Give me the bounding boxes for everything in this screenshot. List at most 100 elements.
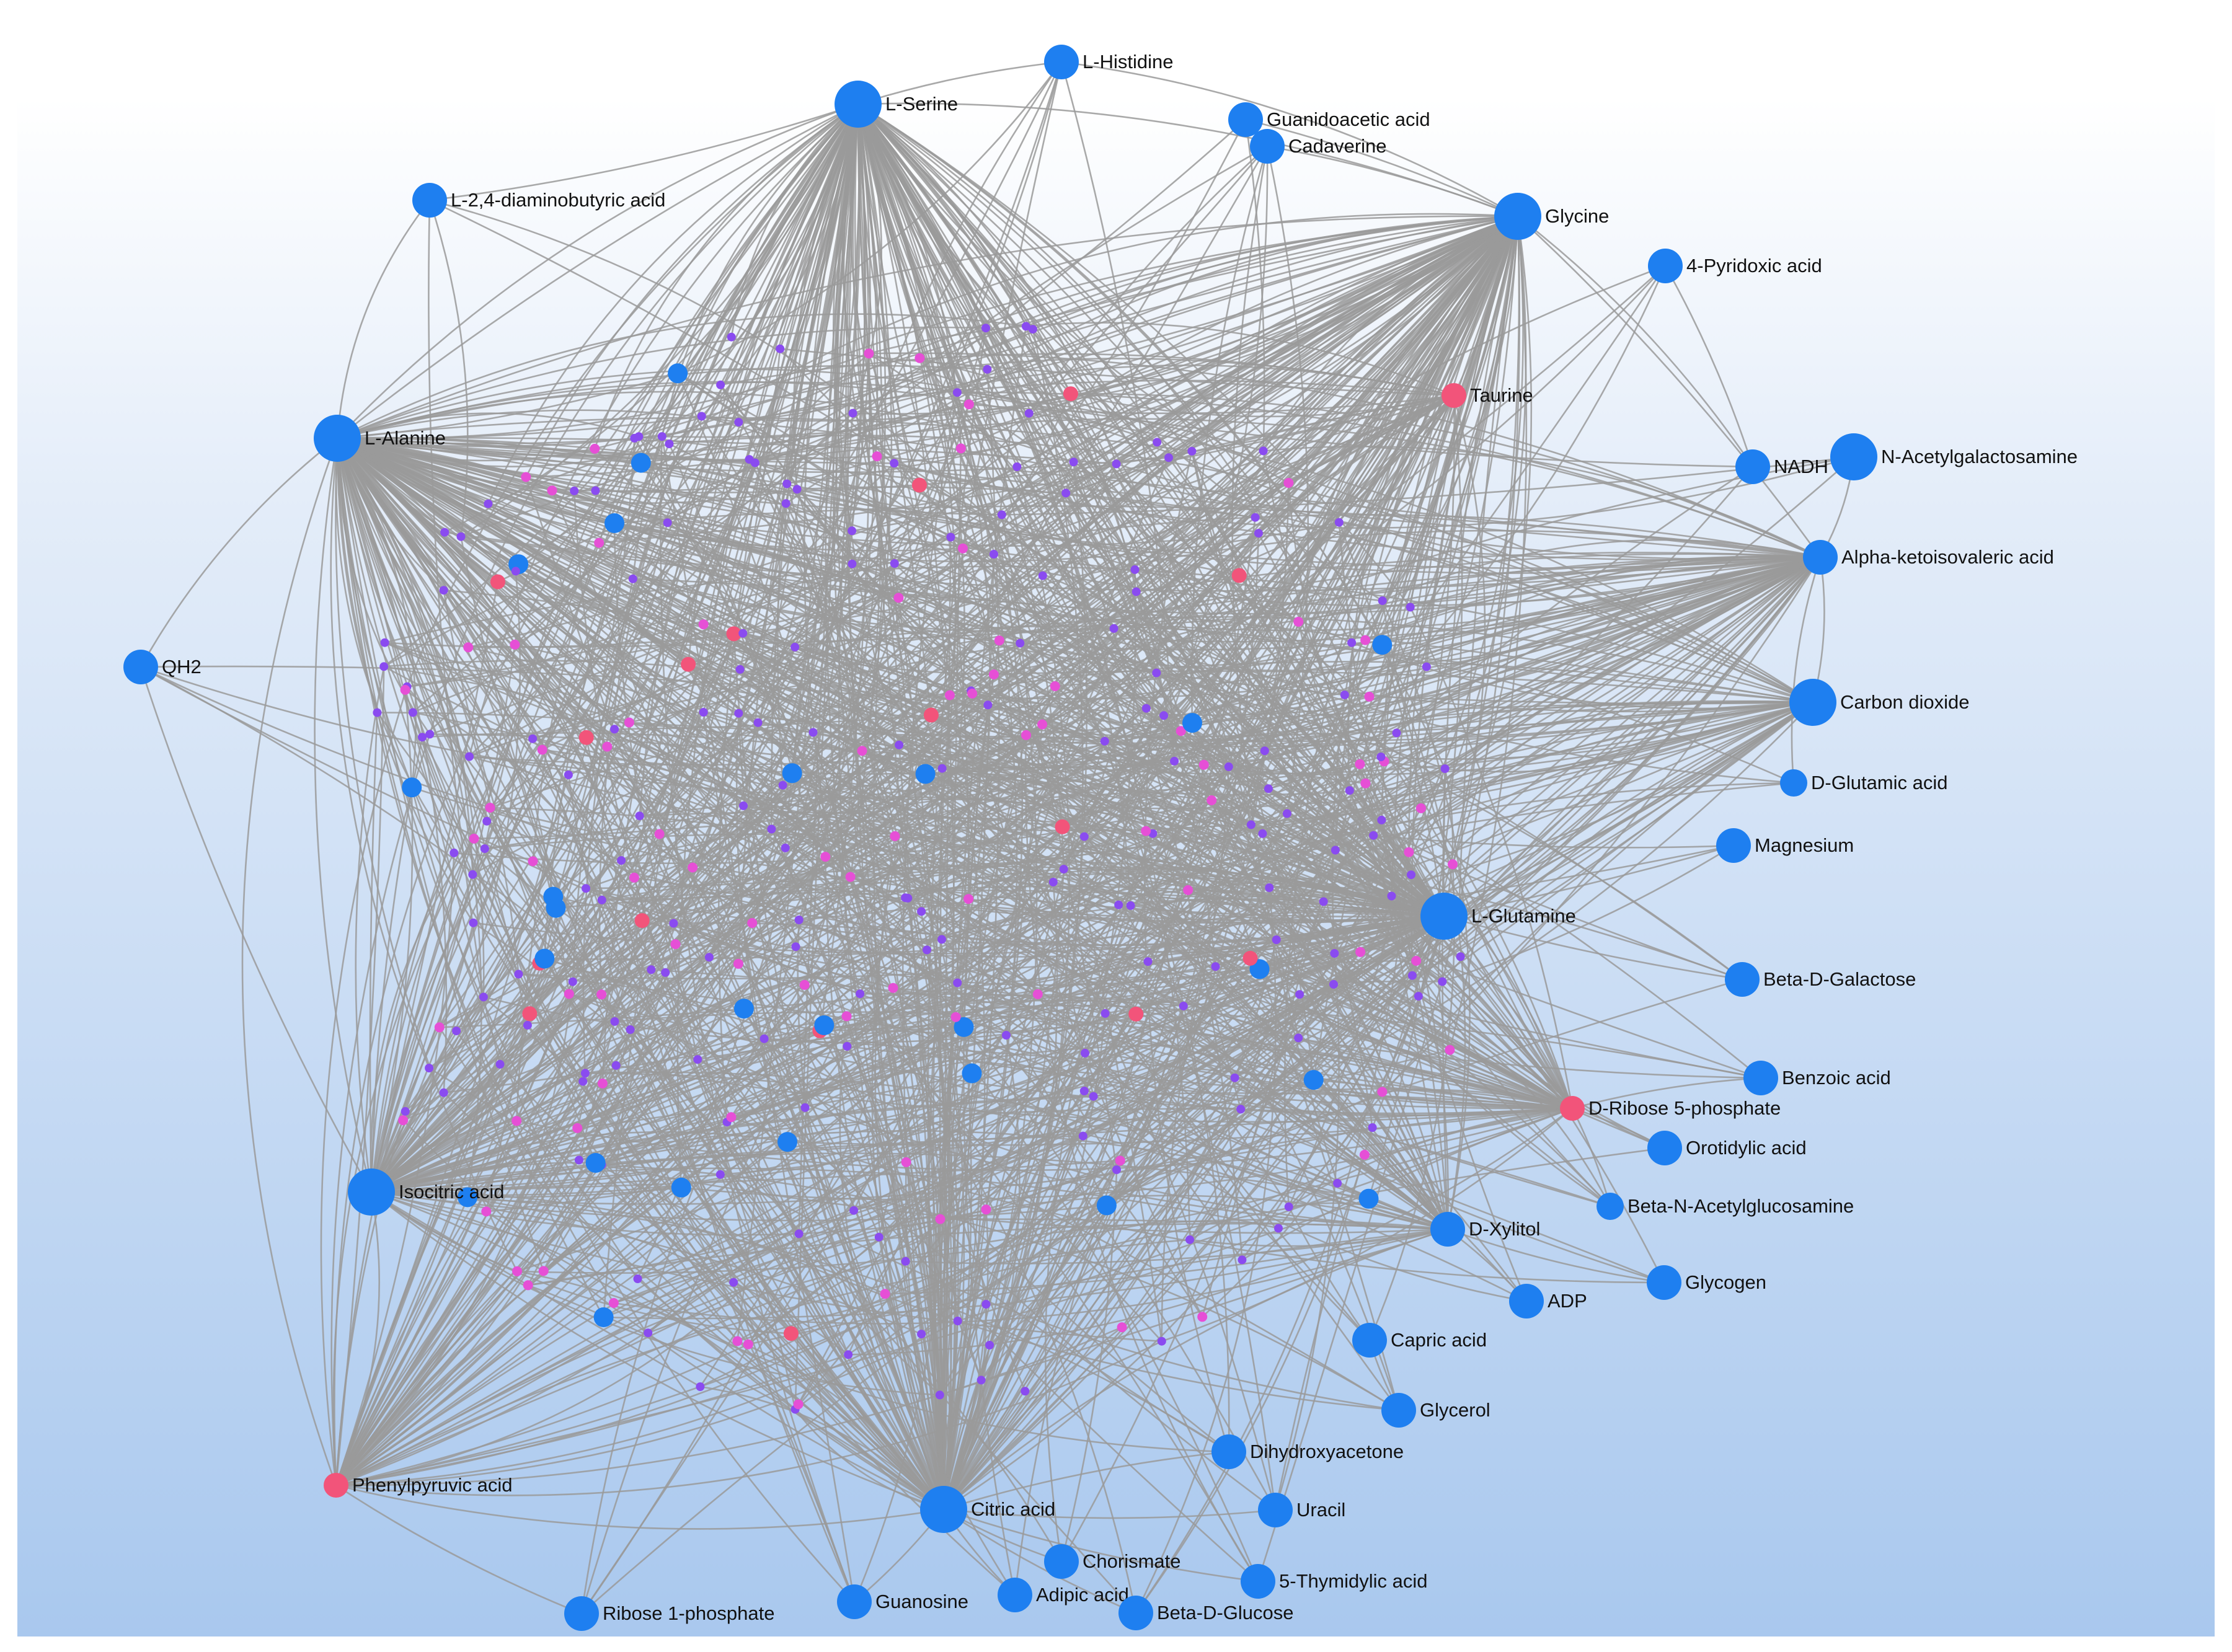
unlabeled-node[interactable] (578, 730, 594, 745)
unlabeled-node[interactable] (735, 665, 745, 674)
node-chorismate[interactable]: Chorismate (1044, 1544, 1181, 1579)
unlabeled-node[interactable] (1347, 638, 1357, 647)
unlabeled-node[interactable] (1109, 624, 1118, 633)
unlabeled-node[interactable] (1115, 1155, 1125, 1166)
node-pyridoxic[interactable]: 4-Pyridoxic acid (1648, 249, 1822, 283)
node-nadh[interactable]: NADH (1735, 449, 1828, 484)
unlabeled-node[interactable] (734, 418, 743, 427)
unlabeled-node[interactable] (950, 1012, 961, 1022)
node-dglutamic[interactable]: D-Glutamic acid (1780, 769, 1948, 797)
unlabeled-node[interactable] (564, 771, 573, 779)
unlabeled-node[interactable] (654, 829, 665, 839)
unlabeled-node[interactable] (528, 734, 538, 743)
unlabeled-node[interactable] (602, 741, 613, 752)
node-ribose5p[interactable]: D-Ribose 5-phosphate (1560, 1096, 1781, 1121)
unlabeled-node[interactable] (564, 989, 574, 999)
unlabeled-node[interactable] (893, 593, 904, 603)
unlabeled-node[interactable] (440, 528, 450, 537)
unlabeled-node[interactable] (1251, 513, 1260, 522)
unlabeled-node[interactable] (915, 764, 936, 784)
unlabeled-node[interactable] (808, 728, 818, 737)
unlabeled-node[interactable] (425, 1064, 434, 1072)
unlabeled-node[interactable] (546, 898, 566, 918)
unlabeled-node[interactable] (1055, 819, 1070, 834)
unlabeled-node[interactable] (1032, 989, 1043, 999)
node-circle[interactable] (314, 415, 361, 462)
unlabeled-node[interactable] (923, 945, 931, 955)
unlabeled-node[interactable] (537, 744, 547, 755)
unlabeled-node[interactable] (495, 1059, 505, 1069)
node-circle[interactable] (1420, 893, 1468, 940)
unlabeled-node[interactable] (626, 1025, 635, 1034)
unlabeled-node[interactable] (1112, 1165, 1121, 1174)
unlabeled-node[interactable] (570, 486, 579, 495)
unlabeled-node[interactable] (670, 939, 681, 950)
unlabeled-node[interactable] (704, 953, 714, 962)
unlabeled-node[interactable] (1329, 979, 1338, 989)
unlabeled-node[interactable] (715, 1170, 725, 1179)
node-histidine[interactable]: L-Histidine (1044, 45, 1173, 79)
unlabeled-node[interactable] (1081, 1048, 1089, 1058)
unlabeled-node[interactable] (848, 526, 857, 536)
unlabeled-node[interactable] (522, 1006, 538, 1022)
unlabeled-node[interactable] (604, 513, 624, 533)
unlabeled-node[interactable] (791, 942, 800, 952)
unlabeled-node[interactable] (781, 499, 790, 508)
unlabeled-node[interactable] (1132, 587, 1141, 596)
unlabeled-node[interactable] (1372, 635, 1393, 655)
unlabeled-node[interactable] (1392, 728, 1401, 738)
unlabeled-node[interactable] (890, 831, 900, 841)
unlabeled-node[interactable] (469, 833, 479, 844)
unlabeled-node[interactable] (1258, 829, 1267, 838)
unlabeled-node[interactable] (408, 708, 417, 717)
unlabeled-node[interactable] (596, 989, 607, 1000)
unlabeled-node[interactable] (380, 638, 389, 647)
unlabeled-node[interactable] (379, 662, 389, 671)
unlabeled-node[interactable] (1404, 847, 1414, 857)
unlabeled-node[interactable] (981, 1300, 991, 1309)
node-circle[interactable] (1648, 249, 1683, 283)
node-cadaverine[interactable]: Cadaverine (1250, 129, 1387, 164)
unlabeled-node[interactable] (903, 893, 913, 903)
unlabeled-node[interactable] (1224, 762, 1233, 771)
node-taurine[interactable]: Taurine (1442, 383, 1533, 408)
unlabeled-node[interactable] (1259, 446, 1268, 456)
unlabeled-node[interactable] (647, 965, 656, 974)
unlabeled-node[interactable] (1126, 901, 1135, 910)
unlabeled-node[interactable] (1319, 897, 1328, 906)
unlabeled-node[interactable] (726, 626, 742, 642)
unlabeled-node[interactable] (482, 816, 492, 826)
unlabeled-node[interactable] (624, 717, 634, 728)
unlabeled-node[interactable] (738, 629, 748, 638)
unlabeled-node[interactable] (917, 907, 926, 916)
unlabeled-node[interactable] (1096, 1195, 1117, 1216)
node-glycine[interactable]: Glycine (1494, 193, 1609, 240)
unlabeled-node[interactable] (997, 510, 1006, 519)
unlabeled-node[interactable] (1272, 935, 1281, 944)
unlabeled-node[interactable] (1448, 859, 1458, 870)
unlabeled-node[interactable] (608, 1298, 619, 1308)
node-diaminobutyric[interactable]: L-2,4-diaminobutyric acid (412, 183, 665, 218)
unlabeled-node[interactable] (1048, 878, 1058, 886)
node-circle[interactable] (837, 1584, 872, 1619)
node-circle[interactable] (1430, 1212, 1465, 1247)
node-circle[interactable] (1647, 1265, 1681, 1300)
node-circle[interactable] (1803, 540, 1838, 575)
unlabeled-node[interactable] (776, 344, 785, 353)
node-circle[interactable] (324, 1473, 348, 1498)
node-circle[interactable] (1743, 1061, 1778, 1095)
unlabeled-node[interactable] (523, 1020, 532, 1030)
node-benzoic[interactable]: Benzoic acid (1743, 1061, 1891, 1095)
unlabeled-node[interactable] (1246, 820, 1256, 829)
unlabeled-node[interactable] (485, 803, 495, 813)
unlabeled-node[interactable] (729, 1278, 738, 1287)
unlabeled-node[interactable] (782, 763, 802, 784)
unlabeled-node[interactable] (844, 1350, 853, 1359)
unlabeled-node[interactable] (635, 811, 644, 821)
unlabeled-node[interactable] (402, 777, 422, 798)
unlabeled-node[interactable] (1130, 565, 1140, 574)
unlabeled-node[interactable] (981, 324, 990, 333)
node-alanine[interactable]: L-Alanine (314, 415, 446, 462)
unlabeled-node[interactable] (1345, 786, 1354, 795)
unlabeled-node[interactable] (1242, 950, 1258, 966)
